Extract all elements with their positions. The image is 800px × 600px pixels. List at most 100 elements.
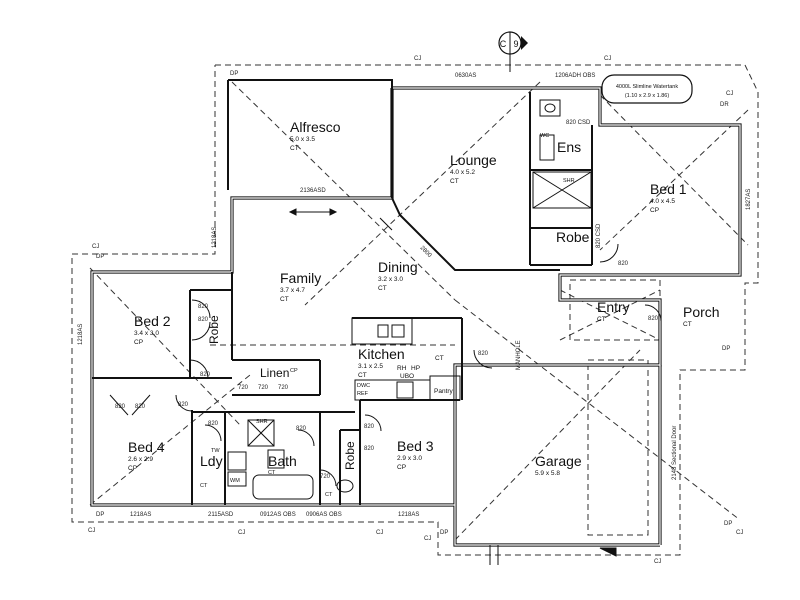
room-bed3-floor: CP: [397, 464, 406, 471]
room-bed3-size: 2.9 x 3.0: [397, 455, 422, 462]
room-bath-floor: CT: [268, 470, 276, 476]
section-marker: C 9: [498, 31, 528, 72]
window-0912: 0912AS OBS: [260, 512, 296, 518]
room-bed1: Bed 1: [650, 181, 687, 197]
dp-bottom: DP: [440, 530, 448, 536]
kitchen-dwc-label: DWC: [357, 383, 370, 389]
room-labels: Alfresco 5.0 x 3.5 CT Lounge 4.0 x 5.2 C…: [128, 119, 720, 498]
wet-area-fittings: [227, 99, 592, 500]
kitchen-hp-label: HP: [411, 365, 420, 372]
door-720-b: 720: [258, 385, 269, 391]
room-family-floor: CT: [280, 296, 289, 303]
joint-markers: CJ CJ CJ CJ CJ CJ CJ CJ CJ CJ DP DP DP D…: [88, 56, 743, 565]
room-lounge: Lounge: [450, 152, 497, 168]
wc-floor: CT: [325, 492, 333, 498]
cj-left: CJ: [92, 244, 99, 250]
dp-porch: DP: [722, 346, 730, 352]
dim-2800: 2800: [419, 245, 433, 259]
room-ldy: Ldy: [200, 453, 223, 469]
door-820-csd-ens: 820 CSD: [566, 120, 591, 126]
door-720-a: 720: [238, 385, 249, 391]
room-lounge-size: 4.0 x 5.2: [450, 169, 475, 176]
room-ldy-floor: CT: [200, 483, 208, 489]
window-2136: 2136ASD: [300, 188, 326, 194]
door-820-bed2-robe-a: 820: [198, 304, 209, 310]
cj-bottom-left: CJ: [88, 528, 95, 534]
window-1218-family: 1218AS: [212, 227, 218, 248]
room-pantry: Pantry: [434, 388, 454, 395]
cj-bottom-a: CJ: [238, 530, 245, 536]
dp-left: DP: [96, 254, 104, 260]
room-robe-bed3: Robe: [343, 441, 357, 470]
ldy-tw-label: TW: [211, 448, 220, 454]
water-tank: 4000L Slimline Watertank (1.10 x 2.9 x 1…: [601, 74, 693, 104]
cj-garage: CJ: [654, 559, 661, 565]
water-tank-label: 4000L Slimline Watertank: [616, 84, 679, 90]
section-marker-number: 9: [513, 39, 518, 49]
door-820-bed2: 820: [200, 372, 211, 378]
dimension-labels: 820 820 820 720 720 720 820 820 820 820 …: [78, 73, 752, 518]
roof-outline: [71, 64, 759, 556]
room-alfresco: Alfresco: [290, 119, 341, 135]
room-bed1-size: 4.0 x 4.5: [650, 198, 675, 205]
dp-bottom-left: DP: [96, 512, 104, 518]
door-820-csd-bed1: 820 CSD: [596, 223, 602, 248]
sliding-door-arrows: [288, 208, 617, 565]
water-tank-size: (1.10 x 2.9 x 1.86): [625, 93, 669, 99]
kitchen-rh-label: RH: [397, 365, 407, 372]
kitchen-ubo-label: UBO: [400, 373, 414, 380]
window-0630: 0630AS: [455, 73, 476, 79]
room-garage: Garage: [535, 453, 582, 469]
door-820-porch: 820: [648, 316, 659, 322]
room-bath: Bath: [268, 453, 297, 469]
cj-top-right: CJ: [604, 56, 611, 62]
ldy-wm-label: WM: [230, 478, 240, 484]
dp-top-left: DP: [230, 71, 238, 77]
door-820-bed4-robe-a: 820: [115, 404, 126, 410]
room-kitchen-floor: CT: [358, 372, 367, 379]
room-kitchen-size: 3.1 x 2.5: [358, 363, 383, 370]
door-820-bed4-robe-b: 820: [135, 404, 146, 410]
room-alfresco-size: 5.0 x 3.5: [290, 136, 315, 143]
interior-walls: [92, 79, 593, 505]
room-alfresco-floor: CT: [290, 145, 299, 152]
room-entry-floor: CT: [597, 316, 606, 323]
door-820-bath: 820: [296, 426, 307, 432]
door-820-garage: 820: [478, 351, 489, 357]
room-family: Family: [280, 270, 321, 286]
bath-shr-label: SHR: [256, 419, 268, 425]
door-720-wc: 720: [320, 474, 331, 480]
room-bed3: Bed 3: [397, 438, 434, 454]
door-820-ldy: 820: [208, 421, 219, 427]
sectional-door-label: 2148 Sectional Door: [672, 426, 678, 480]
manhole-label: MANHOLE: [516, 340, 522, 370]
door-820-bed3: 820: [364, 424, 375, 430]
room-linen: Linen: [260, 366, 289, 380]
room-bed4-size: 2.6 x 2.9: [128, 456, 153, 463]
window-0906: 0906AS OBS: [306, 512, 342, 518]
cj-bottom-right: CJ: [736, 530, 743, 536]
door-820-bed3-robe: 820: [364, 446, 375, 452]
room-linen-floor: CP: [290, 368, 298, 374]
ens-wc-label: WC: [540, 133, 549, 139]
door-820-bed2-robe-b: 820: [198, 317, 209, 323]
room-kitchen: Kitchen: [358, 346, 405, 362]
door-720-c: 720: [278, 385, 289, 391]
ens-shr-label: SHR: [563, 178, 575, 184]
room-dining-floor: CT: [378, 285, 387, 292]
room-robe-bed2: Robe: [207, 315, 221, 344]
window-1218-bed4: 1218AS: [130, 512, 151, 518]
kitchen-ct-label: CT: [435, 355, 444, 362]
cj-bottom-b: CJ: [376, 530, 383, 536]
cj-right-top: CJ: [726, 91, 733, 97]
room-bed4: Bed 4: [128, 439, 165, 455]
room-bed2-size: 3.4 x 3.0: [134, 330, 159, 337]
room-dining-size: 3.2 x 3.0: [378, 276, 403, 283]
door-swings: [109, 243, 662, 487]
door-820-entry: 820: [618, 261, 629, 267]
room-bed4-floor: CP: [128, 465, 137, 472]
room-family-size: 3.7 x 4.7: [280, 287, 305, 294]
room-dining: Dining: [378, 259, 418, 275]
cj-bottom-c: CJ: [424, 536, 431, 542]
room-bed2-floor: CP: [134, 339, 143, 346]
